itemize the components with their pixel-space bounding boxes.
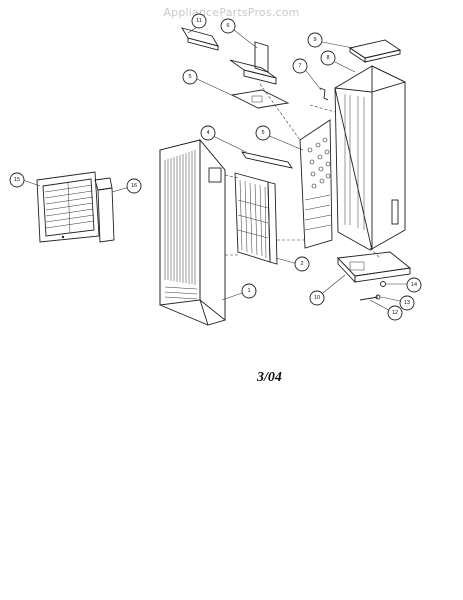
svg-text:12: 12 — [392, 310, 398, 316]
svg-text:16: 16 — [131, 183, 137, 189]
svg-text:15: 15 — [14, 177, 20, 183]
callout-15: 15 — [9, 172, 25, 188]
svg-text:9: 9 — [313, 37, 316, 43]
heat-exchanger-part — [299, 119, 333, 249]
svg-text:2: 2 — [300, 261, 303, 267]
svg-text:14: 14 — [411, 282, 417, 288]
top-cap-part — [348, 39, 402, 63]
svg-text:13: 13 — [404, 300, 410, 306]
callout-12: 12 — [387, 305, 403, 321]
svg-text:6: 6 — [226, 23, 229, 29]
clip-part — [319, 87, 329, 101]
callout-6: 6 — [220, 18, 236, 34]
revision-date: 3/04 — [257, 370, 282, 385]
rear-cabinet-part — [334, 65, 407, 251]
callout-2: 2 — [294, 256, 310, 272]
baffle-plate-part — [230, 89, 290, 109]
filter-screen-part — [234, 172, 278, 265]
callout-5a: 5 — [182, 69, 198, 85]
callout-13: 13 — [399, 295, 415, 311]
svg-text:7: 7 — [298, 63, 301, 69]
callout-10: 10 — [309, 290, 325, 306]
front-cabinet-part — [159, 138, 226, 326]
svg-text:4: 4 — [206, 130, 209, 136]
callout-9: 9 — [307, 32, 323, 48]
svg-text:10: 10 — [314, 295, 320, 301]
callout-1: 1 — [241, 283, 257, 299]
svg-text:11: 11 — [196, 18, 202, 24]
assembly-lines — [224, 83, 381, 259]
trim-bar-part — [241, 151, 293, 169]
duct-piece-part — [181, 27, 219, 51]
fitting-parts — [359, 281, 386, 301]
callout-11: 11 — [191, 13, 207, 29]
svg-text:5: 5 — [261, 130, 264, 136]
bracket-part — [229, 41, 277, 85]
svg-text:5: 5 — [188, 74, 191, 80]
callout-7: 7 — [292, 58, 308, 74]
callout-8: 8 — [320, 50, 336, 66]
callout-16: 16 — [126, 178, 142, 194]
callout-5b: 5 — [255, 125, 271, 141]
svg-text:1: 1 — [247, 288, 250, 294]
wall-frame-part — [94, 177, 115, 243]
callout-4: 4 — [200, 125, 216, 141]
burner-tray-part — [337, 251, 412, 284]
svg-text:8: 8 — [326, 55, 329, 61]
callout-14: 14 — [406, 277, 422, 293]
wall-grille-part — [36, 171, 100, 243]
